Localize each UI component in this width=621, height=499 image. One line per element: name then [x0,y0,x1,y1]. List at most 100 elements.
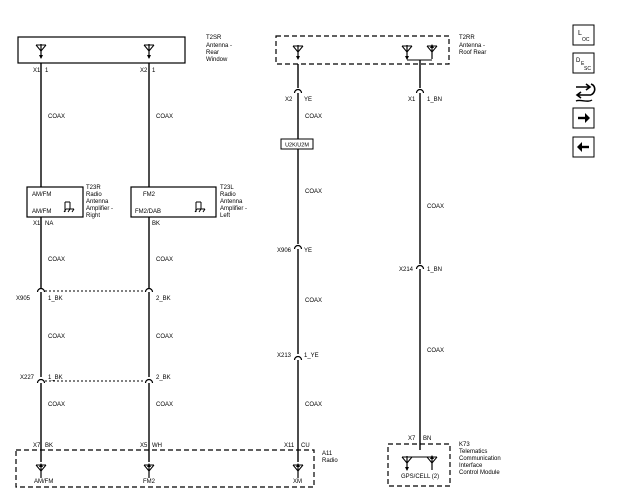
radio-fm2-symbol [143,462,155,479]
coax-label-mid-3: COAX [156,334,173,340]
x905-right-connector [144,287,154,293]
radio-x7-id: X7 [33,443,41,449]
k73-pin: GPS/CELL (2) [401,474,439,480]
description-button[interactable]: D E SC [572,52,595,74]
x227-pin-right: 2_BK [156,375,171,381]
roof-antenna-cell-down-symbol [401,44,413,61]
radio-pin-amfm: AM/FM [34,479,53,485]
x213-id: X213 [277,353,292,359]
k73-x7-pin: BN [423,436,431,442]
t2sr-desc-3: Window [206,57,228,63]
t2rr-ref: T2RR [459,35,475,41]
previous-button[interactable] [572,136,595,158]
radio-pin-xm: XM [293,479,302,485]
t23r-desc-2: Antenna [86,199,109,205]
xm-x2-connector [293,88,303,94]
x213-connector [293,355,303,361]
desc-icon-big: D [576,58,581,64]
coax-label-mid-2: COAX [156,257,173,263]
radio-pin-fm2: FM2 [143,479,156,485]
t23r-desc-4: Right [86,213,100,219]
loc-icon-sub: OC [582,37,590,43]
t23l-out-label: FM2/DAB [135,209,161,215]
t23r-radio-antenna-amplifier-right: AM/FM AM/FM T23R Radio Antenna Amplifier… [26,185,113,219]
coax-label-cell-1: COAX [427,204,444,210]
t23r-in-label: AM/FM [32,192,51,198]
t23l-desc-3: Amplifier - [220,206,247,212]
k73-cell-down-symbol [401,455,413,472]
k73-ref: K73 [459,442,470,448]
t23l-in-label: FM2 [143,192,156,198]
x905-id: X905 [16,296,31,302]
t2rr-desc-2: Roof Rear [459,50,486,56]
radio-x11-id: X11 [284,443,295,449]
x227-right-connector [144,378,154,384]
coax-label-cell-2: COAX [427,348,444,354]
a11-ref: A11 [322,451,333,457]
next-button[interactable] [572,107,595,129]
coax-label-xm-1: COAX [305,114,322,120]
desc-icon-mid: E [581,61,585,67]
x213-pin: 1_YE [304,353,319,359]
t23l-desc-1: Radio [220,192,236,198]
t2rr-x1-pin: 1_BN [427,97,442,103]
t2sr-antenna-rear-window: T2SR Antenna - Rear Window [17,35,232,64]
harness-button[interactable] [575,83,596,102]
radio-xm-symbol [292,462,304,479]
coax-label-left-3: COAX [48,334,65,340]
coax-label-xm-4: COAX [305,402,322,408]
x227-id: X227 [20,375,35,381]
t2sr-ref: T2SR [206,35,222,41]
x227-left-connector [36,378,46,384]
coax-label-mid-1: COAX [156,114,173,120]
harness-icon [575,83,596,102]
loc-icon-big: L [578,30,582,37]
coax-label-left-2: COAX [48,257,65,263]
t23r-ref: T23R [86,185,101,191]
location-button[interactable]: L OC [572,24,595,46]
x214-connector [415,264,425,270]
coax-label-xm-2: COAX [305,189,322,195]
k73-desc-4: Control Module [459,470,500,476]
radio-x5-id: X5 [140,443,148,449]
radio-amfm-symbol [35,462,47,479]
inline-label: U2K/U2M [285,143,309,149]
desc-icon-sub: SC [584,66,591,72]
k73-x7-id: X7 [408,436,416,442]
t2rr-desc-1: Antenna - [459,43,485,49]
t2rr-x1-connector [415,88,425,94]
x905-pin-left: 1_BK [48,296,63,302]
k73-telematics-communication-interface-control-module: GPS/CELL (2) K73 Telematics Communicatio… [387,442,501,487]
coax-label-left-1: COAX [48,114,65,120]
t2sr-x2-pin: 1 [152,68,156,74]
x214-pin: 1_BN [427,267,442,273]
t23r-desc-1: Radio [86,192,102,198]
t23l-pin: BK [152,221,160,227]
t23l-radio-antenna-amplifier-left: FM2 FM2/DAB T23L Radio Antenna Amplifier… [130,185,247,219]
t2rr-antenna-roof-rear: T2RR Antenna - Roof Rear [275,35,486,65]
next-arrow-icon [578,113,590,123]
t2sr-desc-2: Rear [206,50,219,56]
t2rr-x1-id: X1 [408,97,416,103]
k73-desc-2: Communication [459,456,501,462]
a11-radio: AM/FM FM2 XM A11 Radio [15,449,338,488]
inline-u2k-u2m-box: U2K/U2M [280,138,314,150]
x905-pin-right: 2_BK [156,296,171,302]
t23l-ref: T23L [220,185,234,191]
t2sr-x2-id: X2 [140,68,148,74]
t23r-desc-3: Amplifier - [86,206,113,212]
roof-antenna-xm-symbol [292,44,304,61]
previous-arrow-icon [577,142,589,152]
t23r-x1-pin: NA [45,221,53,227]
a11-desc: Radio [322,458,338,464]
x905-left-connector [36,287,46,293]
description-icon: D E SC [576,58,591,72]
t2sr-x1-pin: 1 [45,68,49,74]
t23r-x1-id: X1 [33,221,41,227]
k73-desc-3: Interface [459,463,483,469]
t23l-desc-4: Left [220,213,230,219]
coax-label-left-4: COAX [48,402,65,408]
xm-x2-id: X2 [285,97,293,103]
coax-label-mid-4: COAX [156,402,173,408]
x227-pin-left: 1_BK [48,375,63,381]
